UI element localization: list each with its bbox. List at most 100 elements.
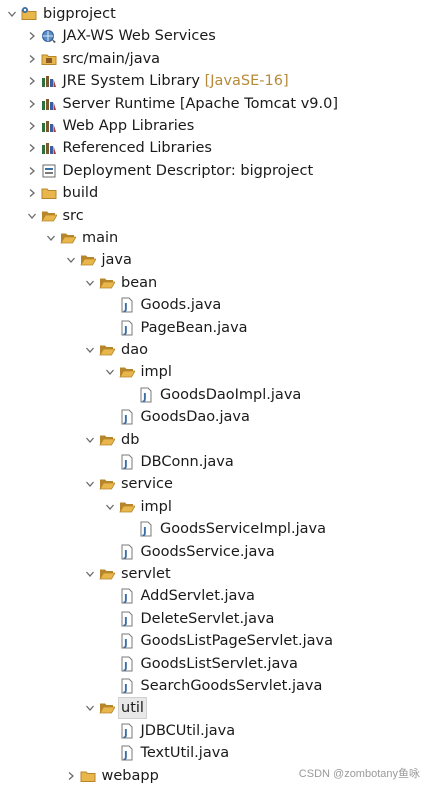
folder-icon xyxy=(40,185,58,201)
tree-item-folder[interactable]: dao xyxy=(0,339,432,361)
tree-item-folder[interactable]: build xyxy=(0,182,432,204)
chevron-down-icon[interactable] xyxy=(82,476,98,492)
tree-item-label: src xyxy=(62,207,84,224)
java-file-icon: J xyxy=(118,633,136,649)
svg-text:J: J xyxy=(123,325,128,336)
folder-icon xyxy=(79,768,97,784)
folder-open-icon xyxy=(98,432,116,448)
library-icon xyxy=(40,140,58,156)
twisty-spacer xyxy=(102,588,118,604)
chevron-down-icon[interactable] xyxy=(82,700,98,716)
folder-open-icon xyxy=(98,700,116,716)
java-file-icon: J xyxy=(118,409,136,425)
svg-text:J: J xyxy=(123,683,128,694)
tree-item-folder[interactable]: impl xyxy=(0,361,432,383)
java-file-icon: J xyxy=(118,544,136,560)
chevron-down-icon[interactable] xyxy=(102,364,118,380)
tree-item-folder[interactable]: util xyxy=(0,697,432,720)
chevron-right-icon[interactable] xyxy=(24,96,40,112)
chevron-down-icon[interactable] xyxy=(82,432,98,448)
tree-item-label: Web App Libraries xyxy=(62,118,195,134)
chevron-right-icon[interactable] xyxy=(24,140,40,156)
tree-item-folder[interactable]: src xyxy=(0,205,432,227)
tree-item-label: GoodsListPageServlet.java xyxy=(140,633,333,650)
tree-item-folder[interactable]: db xyxy=(0,429,432,451)
twisty-spacer xyxy=(102,633,118,649)
tree-item-label: bigproject xyxy=(43,6,116,22)
tree-item-folder[interactable]: service xyxy=(0,473,432,495)
tree-item-label: build xyxy=(62,185,99,202)
tree-item-label: GoodsListServlet.java xyxy=(140,655,298,672)
web-services-icon xyxy=(40,28,58,44)
twisty-spacer xyxy=(102,297,118,313)
tree-item-file[interactable]: J GoodsListServlet.java xyxy=(0,653,432,675)
chevron-down-icon[interactable] xyxy=(63,252,79,268)
folder-open-icon xyxy=(59,230,77,246)
folder-open-icon xyxy=(98,476,116,492)
svg-text:J: J xyxy=(123,302,128,313)
svg-text:J: J xyxy=(123,414,128,425)
tree-item-file[interactable]: J SearchGoodsServlet.java xyxy=(0,675,432,697)
tree-item-label: Referenced Libraries xyxy=(62,140,212,157)
tree-item-folder[interactable]: bean xyxy=(0,272,432,294)
twisty-spacer xyxy=(102,723,118,739)
chevron-right-icon[interactable] xyxy=(24,163,40,179)
tree-item-file[interactable]: J TextUtil.java xyxy=(0,742,432,764)
twisty-spacer xyxy=(102,656,118,672)
chevron-down-icon[interactable] xyxy=(82,566,98,582)
chevron-down-icon[interactable] xyxy=(4,6,20,22)
library-icon xyxy=(40,118,58,134)
chevron-right-icon[interactable] xyxy=(24,73,40,89)
chevron-down-icon[interactable] xyxy=(24,208,40,224)
tree-item-folder[interactable]: main xyxy=(0,227,432,249)
tree-item-folder[interactable]: webapp xyxy=(0,765,432,787)
tree-item-folder[interactable]: JRE System Library [JavaSE-16] xyxy=(0,70,432,92)
chevron-right-icon[interactable] xyxy=(24,118,40,134)
chevron-right-icon[interactable] xyxy=(24,28,40,44)
tree-item-folder[interactable]: Web App Libraries xyxy=(0,115,432,137)
tree-item-folder[interactable]: JAX-WS Web Services xyxy=(0,25,432,47)
twisty-spacer xyxy=(102,678,118,694)
tree-item-folder[interactable]: Deployment Descriptor: bigproject xyxy=(0,160,432,182)
svg-text:J: J xyxy=(123,549,128,560)
folder-open-icon xyxy=(40,208,58,224)
tree-item-label: impl xyxy=(140,364,172,381)
folder-open-icon xyxy=(118,499,136,515)
chevron-down-icon[interactable] xyxy=(82,342,98,358)
chevron-right-icon[interactable] xyxy=(63,768,79,784)
chevron-right-icon[interactable] xyxy=(24,51,40,67)
svg-text:J: J xyxy=(123,750,128,761)
chevron-down-icon[interactable] xyxy=(43,230,59,246)
tree-item-folder[interactable]: bigproject xyxy=(0,3,432,25)
tree-item-folder[interactable]: impl xyxy=(0,496,432,518)
tree-item-folder[interactable]: Server Runtime [Apache Tomcat v9.0] xyxy=(0,93,432,115)
tree-item-file[interactable]: J GoodsDao.java xyxy=(0,406,432,428)
chevron-down-icon[interactable] xyxy=(102,499,118,515)
chevron-right-icon[interactable] xyxy=(24,185,40,201)
tree-item-label: TextUtil.java xyxy=(140,745,230,762)
tree-item-label: GoodsDao.java xyxy=(140,409,250,426)
tree-item-folder[interactable]: Referenced Libraries xyxy=(0,137,432,159)
tree-item-folder[interactable]: servlet xyxy=(0,563,432,585)
tree-item-label: DeleteServlet.java xyxy=(140,610,275,627)
tree-item-label: SearchGoodsServlet.java xyxy=(140,678,323,694)
twisty-spacer xyxy=(102,745,118,761)
java-file-icon: J xyxy=(118,611,136,627)
chevron-down-icon[interactable] xyxy=(82,275,98,291)
tree-item-label: servlet xyxy=(121,566,171,582)
tree-item-folder[interactable]: src/main/java xyxy=(0,48,432,70)
tree-item-label: AddServlet.java xyxy=(140,588,255,605)
tree-item-folder[interactable]: java xyxy=(0,249,432,271)
svg-text:J: J xyxy=(123,661,128,672)
